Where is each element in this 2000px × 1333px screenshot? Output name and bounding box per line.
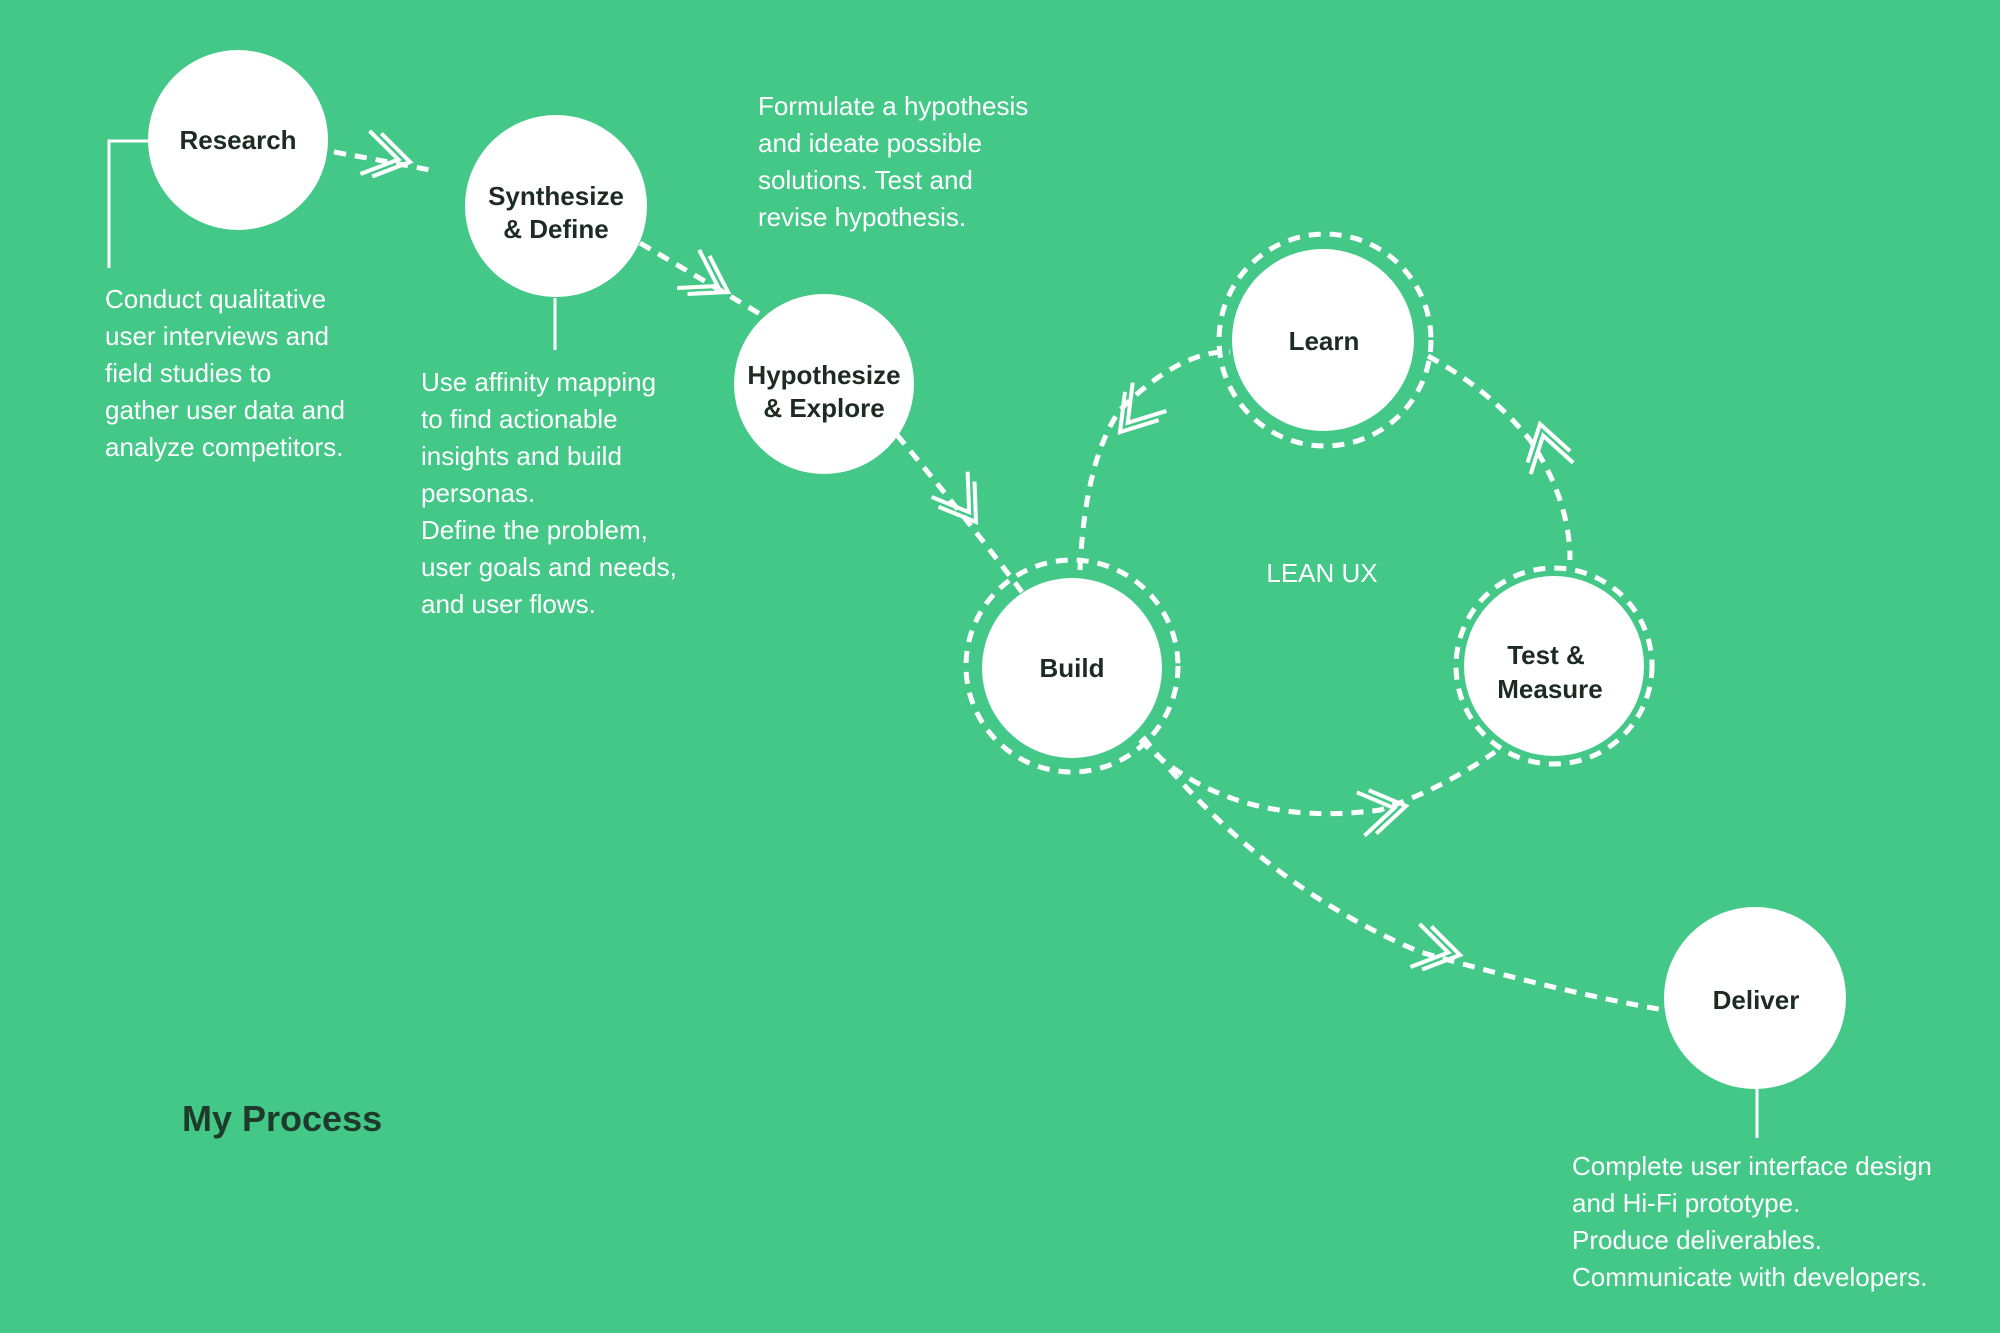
- build-ring: [963, 557, 1181, 775]
- lean-ux-label: LEAN UX: [1266, 558, 1377, 588]
- test-label: Test &Measure: [1497, 640, 1603, 704]
- synthesize-label: Synthesize& Define: [488, 181, 624, 244]
- description-line: solutions. Test and: [758, 165, 973, 195]
- description-line: Complete user interface design: [1572, 1151, 1932, 1181]
- description-line: Produce deliverables.: [1572, 1225, 1823, 1255]
- description-line: revise hypothesis.: [758, 202, 967, 232]
- synthesize-description: Use affinity mapping to find actionable …: [421, 364, 677, 623]
- arrow-hypothesize-build-icon: [930, 471, 979, 526]
- build-node: [982, 578, 1162, 758]
- test-ring: [1453, 565, 1655, 767]
- description-line: field studies to: [105, 358, 272, 388]
- connector-build-learn: [1077, 349, 1231, 571]
- description-line: and ideate possible: [758, 128, 983, 158]
- hypothesize-description: Formulate a hypothesis and ideate possib…: [758, 88, 1028, 236]
- learn-label: Learn: [1289, 326, 1360, 356]
- deliver-label: Deliver: [1713, 985, 1800, 1015]
- description-line: Formulate a hypothesis: [758, 91, 1029, 121]
- description-line: Use affinity mapping: [421, 367, 657, 397]
- arrow-build-test-icon: [1356, 788, 1410, 838]
- description-line: gather user data and: [105, 395, 345, 425]
- description-line: and user flows.: [421, 589, 596, 619]
- test-node: [1464, 576, 1644, 756]
- research-label: Research: [179, 125, 296, 155]
- description-line: user goals and needs,: [421, 552, 677, 582]
- description-line: to find actionable: [421, 404, 618, 434]
- learn-node: [1232, 249, 1414, 431]
- arrow-synthesize-hypothesize-icon: [677, 249, 732, 297]
- build-label: Build: [1040, 653, 1105, 683]
- research-description: Conduct qualitative user interviews and …: [105, 281, 345, 466]
- description-line: Communicate with developers.: [1572, 1262, 1928, 1292]
- hypothesize-node: [734, 294, 914, 474]
- description-line: and Hi-Fi prototype.: [1572, 1188, 1801, 1218]
- arrow-test-learn-icon: [1525, 420, 1575, 475]
- deliver-description: Complete user interface design and Hi-Fi…: [1572, 1148, 1932, 1296]
- arrow-build-deliver-icon: [1409, 922, 1464, 972]
- connector-learn-test: [1426, 353, 1573, 561]
- deliver-node: [1664, 907, 1846, 1089]
- description-line: Define the problem,: [421, 515, 648, 545]
- learn-ring: [1216, 231, 1434, 449]
- description-line: Conduct qualitative: [105, 284, 327, 314]
- connector-build-test: [1138, 738, 1497, 817]
- description-line: insights and build: [421, 441, 622, 471]
- research-leader-line: [107, 139, 148, 268]
- connector-build-deliver: [1141, 735, 1665, 1013]
- page-title: My Process: [182, 1098, 383, 1139]
- hypothesize-label: Hypothesize& Explore: [747, 360, 900, 423]
- connector-synthesize-hypothesize: [638, 240, 767, 320]
- connector-hypothesize-build: [895, 433, 1024, 594]
- description-line: user interviews and: [105, 321, 329, 351]
- arrow-research-synthesize-icon: [359, 129, 414, 179]
- research-node: [148, 50, 328, 230]
- description-line: personas.: [421, 478, 536, 508]
- arrow-learn-build-icon: [1117, 382, 1168, 435]
- description-line: analyze competitors.: [105, 432, 344, 462]
- connector-research-synthesize: [333, 149, 431, 173]
- synthesize-node: [465, 115, 647, 297]
